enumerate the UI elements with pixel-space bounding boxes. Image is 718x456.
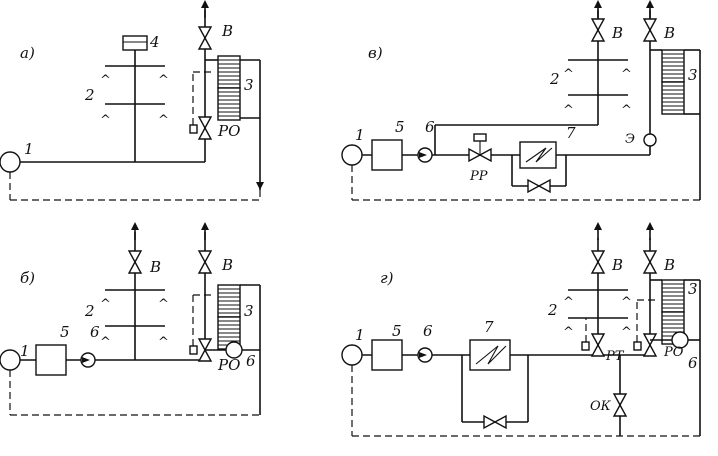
svg-text:1: 1 <box>24 140 34 158</box>
svg-text:6: 6 <box>246 352 256 370</box>
heat-exchanger-icon <box>217 284 241 318</box>
svg-text:РТ: РТ <box>605 349 625 364</box>
svg-text:6: 6 <box>423 322 433 340</box>
svg-text:^: ^ <box>621 103 632 118</box>
panel-g: г) 1 5 6 7 ^ ^ ^ ^ 2 В РТ <box>341 221 701 437</box>
panel-v: в) 1 5 6 ^ ^ ^ ^ 2 В РР 7 <box>341 0 701 201</box>
svg-text:^: ^ <box>563 103 574 118</box>
tank-icon <box>35 344 67 376</box>
panel-b-label: б) <box>20 269 35 287</box>
heater-icon <box>469 339 511 371</box>
bypass-valve-icon <box>483 415 507 429</box>
ejector-icon <box>643 133 657 147</box>
svg-text:6: 6 <box>90 323 100 341</box>
valve-ok-icon <box>613 393 627 417</box>
heat-exchanger-icon <box>661 279 685 313</box>
panel-g-label: г) <box>380 269 394 287</box>
svg-text:^: ^ <box>100 297 111 312</box>
svg-text:^: ^ <box>621 295 632 310</box>
svg-text:3: 3 <box>688 280 698 298</box>
pump-icon <box>80 352 96 368</box>
valve-b-icon <box>643 18 657 42</box>
svg-text:В: В <box>149 258 161 276</box>
svg-text:В: В <box>221 256 233 274</box>
panel-v-label: в) <box>368 44 383 62</box>
svg-text:^: ^ <box>621 325 632 340</box>
svg-text:3: 3 <box>244 76 254 94</box>
svg-text:2: 2 <box>84 302 95 320</box>
valve-b-icon <box>198 250 212 274</box>
bypass-valve-icon <box>527 179 551 193</box>
svg-text:Э: Э <box>625 132 635 147</box>
svg-text:5: 5 <box>60 323 70 341</box>
heat-exchanger-icon <box>217 55 241 89</box>
svg-text:5: 5 <box>395 118 405 136</box>
valve-b-icon <box>591 250 605 274</box>
svg-text:^: ^ <box>100 73 111 88</box>
svg-text:1: 1 <box>20 342 30 360</box>
svg-text:2: 2 <box>549 70 560 88</box>
svg-text:2: 2 <box>547 301 558 319</box>
panel-a-label: а) <box>20 44 35 62</box>
svg-text:4: 4 <box>149 33 160 51</box>
svg-text:^: ^ <box>100 335 111 350</box>
panel-a: а) ^ ^ ^ ^ 2 4 1 В <box>0 0 264 201</box>
valve-ro-icon <box>198 116 212 140</box>
svg-text:1: 1 <box>355 326 365 344</box>
tank-icon <box>371 339 403 371</box>
svg-text:В: В <box>221 22 233 40</box>
heat-exchanger-icon <box>661 49 685 83</box>
tank-icon <box>122 35 148 51</box>
valve-b-icon <box>643 250 657 274</box>
svg-text:В: В <box>611 24 623 42</box>
svg-text:РР: РР <box>469 169 488 184</box>
valve-rt-icon <box>591 333 605 357</box>
svg-text:РО: РО <box>663 345 684 360</box>
svg-text:^: ^ <box>158 113 169 128</box>
svg-text:РО: РО <box>217 356 240 374</box>
svg-text:7: 7 <box>566 124 576 142</box>
svg-text:6: 6 <box>425 118 435 136</box>
svg-text:^: ^ <box>621 67 632 82</box>
svg-text:^: ^ <box>100 113 111 128</box>
heater-icon <box>519 141 557 169</box>
panel-b: б) 1 5 6 ^ ^ ^ ^ 2 В В <box>0 221 261 416</box>
svg-text:^: ^ <box>158 73 169 88</box>
svg-text:^: ^ <box>563 295 574 310</box>
valve-ro-icon <box>643 333 657 357</box>
svg-text:7: 7 <box>484 318 494 336</box>
valve-b-icon <box>198 26 212 50</box>
svg-text:^: ^ <box>563 67 574 82</box>
svg-text:В: В <box>663 24 675 42</box>
svg-text:^: ^ <box>563 325 574 340</box>
svg-text:2: 2 <box>84 86 95 104</box>
svg-text:5: 5 <box>392 322 402 340</box>
tank-icon <box>371 139 403 171</box>
svg-text:3: 3 <box>244 302 254 320</box>
valve-b-icon <box>591 18 605 42</box>
valve-b-icon <box>128 250 142 274</box>
pump-icon <box>341 344 363 366</box>
svg-text:В: В <box>611 256 623 274</box>
pump-icon <box>341 144 363 166</box>
svg-text:ОК: ОК <box>590 399 612 414</box>
pump-icon <box>417 147 433 163</box>
svg-text:РО: РО <box>217 122 240 140</box>
svg-text:3: 3 <box>688 66 698 84</box>
svg-text:6: 6 <box>688 354 698 372</box>
svg-text:1: 1 <box>355 126 365 144</box>
pump-icon <box>0 151 21 173</box>
svg-text:В: В <box>663 256 675 274</box>
svg-text:^: ^ <box>158 335 169 350</box>
pump-icon <box>0 349 21 371</box>
pump-icon <box>417 347 433 363</box>
svg-text:^: ^ <box>158 297 169 312</box>
